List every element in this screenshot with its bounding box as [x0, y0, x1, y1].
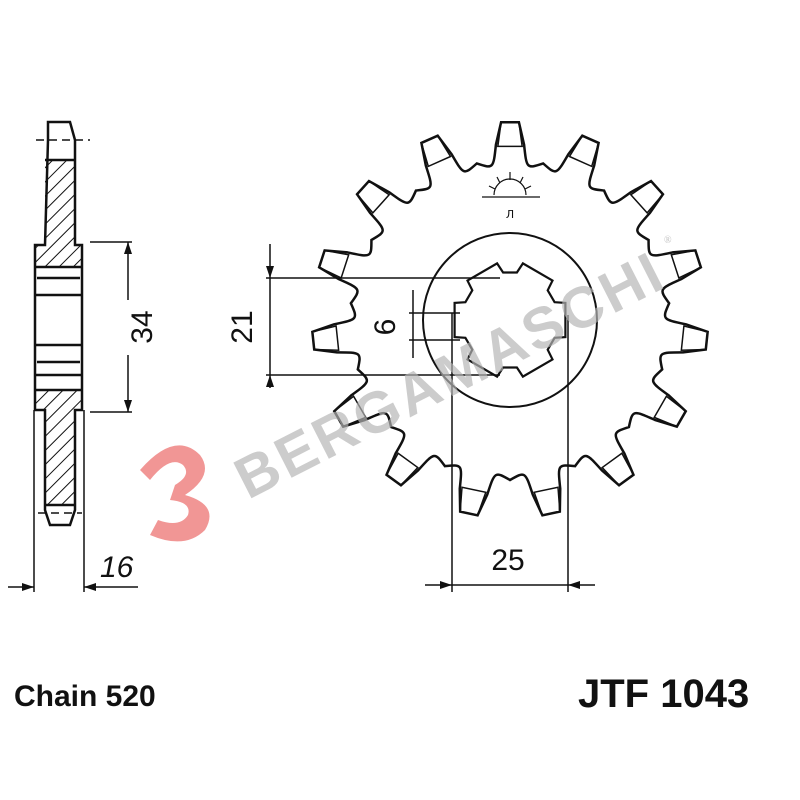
spline-bore	[453, 261, 567, 379]
registered-mark: ®	[664, 235, 672, 246]
tooth-tip	[318, 249, 350, 279]
dim-offset: 25	[491, 544, 524, 577]
tooth-tip	[459, 486, 487, 517]
tooth-tip	[680, 325, 709, 352]
front-view	[266, 120, 709, 592]
tooth-tip	[356, 180, 391, 215]
tooth-tip	[653, 395, 687, 428]
chain-size-label: Chain 520	[14, 680, 156, 713]
svg-text:Л: Л	[506, 208, 514, 221]
tooth-tip	[311, 325, 340, 352]
tooth-tip	[420, 134, 452, 168]
tooth-tip	[568, 134, 600, 168]
part-code: JTF 1043	[578, 672, 750, 716]
tooth-tip	[533, 486, 561, 517]
sun-symbol-icon: Л	[482, 172, 540, 221]
side-view	[8, 120, 138, 592]
dim-hub-diameter: 34	[126, 310, 159, 343]
tooth-tip	[385, 452, 419, 487]
tooth-tip	[629, 180, 664, 215]
dim-spline-width: 6	[369, 319, 402, 336]
tooth-tip	[670, 249, 702, 279]
tooth-tip	[496, 121, 524, 148]
dim-spline-major: 21	[226, 310, 259, 343]
tooth-tip	[333, 395, 367, 428]
dim-thickness: 16	[100, 551, 134, 584]
sprocket-outline	[311, 120, 709, 517]
tooth-tip	[601, 452, 635, 487]
tooth-tips	[311, 121, 709, 517]
